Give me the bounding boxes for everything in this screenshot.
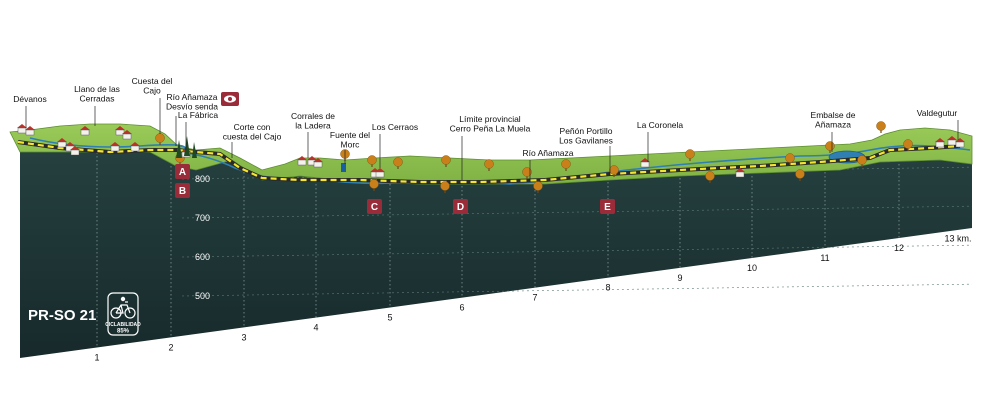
badge-value: 85% (117, 329, 130, 335)
tree (155, 133, 165, 145)
place-label-coronela: La Coronela (637, 120, 684, 130)
terrain-face (20, 152, 972, 358)
waypoint-d: D (453, 199, 468, 214)
place-label-fabrica: La Fábrica (178, 110, 218, 120)
house (80, 126, 90, 136)
bicycle-badge: CICLABILIDAD 85% (105, 292, 141, 336)
cypress-trees (176, 136, 197, 158)
altitude-label: 500 (195, 291, 210, 301)
km-label: 3 (241, 332, 246, 342)
route-code: PR-SO 21 (28, 307, 96, 324)
place-label-rio2: Río Añamaza (522, 148, 573, 158)
house (57, 138, 67, 148)
tree (876, 121, 886, 133)
tree (369, 179, 379, 191)
tree (903, 139, 913, 151)
house (17, 124, 27, 134)
km-grid-lines (96, 152, 900, 348)
house (110, 142, 120, 152)
km-label: 9 (677, 273, 682, 283)
house (640, 158, 650, 168)
km-label: 10 (747, 263, 757, 273)
houses (17, 124, 965, 178)
house (375, 168, 385, 178)
km-label: 5 (387, 312, 392, 322)
tree (785, 153, 795, 165)
altitude-label: 700 (195, 213, 210, 223)
house (122, 130, 132, 140)
house (130, 142, 140, 152)
place-label-cerraos: Los Cerraos (372, 122, 418, 132)
tree (522, 167, 532, 179)
altitude-label: 800 (195, 174, 210, 184)
place-label-devanos: Dévanos (13, 94, 47, 104)
km-label: 11 (820, 253, 829, 263)
house (70, 146, 80, 156)
km-label: 13 km. (944, 234, 971, 244)
km-label: 4 (313, 323, 318, 333)
km-label: 2 (168, 342, 173, 352)
km-label: 8 (605, 283, 610, 293)
tree (484, 159, 494, 171)
tree (857, 155, 867, 167)
km-label: 1 (94, 352, 99, 362)
km-label: 12 (894, 243, 904, 253)
tree (393, 157, 403, 169)
waypoint-markers: AB C D E (175, 164, 615, 214)
svg-text:E: E (604, 202, 611, 213)
waypoint-a: A (175, 164, 190, 179)
tree (561, 159, 571, 171)
house (935, 138, 945, 148)
svg-text:B: B (179, 186, 186, 197)
badge-label: CICLABILIDAD (105, 322, 141, 328)
altitude-labels: 800 700 600 500 (195, 174, 210, 301)
km-label: 6 (459, 303, 464, 313)
tree (795, 169, 805, 181)
house (955, 138, 965, 148)
fountain-marker (341, 163, 346, 172)
km-label: 7 (532, 293, 537, 303)
route-track (17, 140, 961, 184)
tree (367, 155, 377, 167)
tree (440, 181, 450, 193)
label-leaders (25, 98, 959, 182)
place-label-valdegutur: Valdegutur (917, 108, 958, 118)
waypoint-c: C (367, 199, 382, 214)
svg-text:C: C (371, 202, 378, 213)
house (25, 126, 35, 136)
waypoint-e: E (600, 199, 615, 214)
house (313, 158, 323, 168)
svg-text:D: D (457, 202, 464, 213)
waypoint-b: B (175, 183, 190, 198)
bicycle-icon (110, 296, 136, 319)
tree (685, 149, 695, 161)
svg-text:A: A (179, 167, 186, 178)
tree (441, 155, 451, 167)
altitude-label: 600 (195, 252, 210, 262)
tree (533, 181, 543, 193)
tree (609, 165, 619, 177)
tree (705, 171, 715, 183)
house (297, 156, 307, 166)
eye-icon (221, 92, 239, 106)
house (735, 168, 745, 178)
